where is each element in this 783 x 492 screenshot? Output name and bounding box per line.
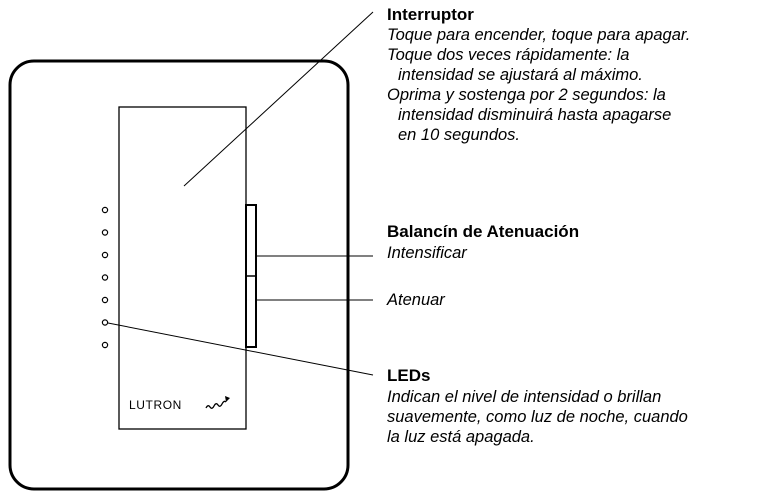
leader-leds xyxy=(107,322,374,376)
dimmer-wave-icon xyxy=(205,396,230,409)
rocker-up-label: Intensificar xyxy=(387,244,467,262)
switch-desc-line6: en 10 segundos. xyxy=(398,126,521,144)
rocker-down-label: Atenuar xyxy=(387,291,445,309)
lutron-logo: LUTRON xyxy=(129,398,182,412)
led-group xyxy=(101,206,109,349)
leader-switch xyxy=(183,11,374,187)
switch-title: Interruptor xyxy=(387,5,474,24)
led-indicator-3 xyxy=(101,251,109,259)
switch-desc-line3: intensidad se ajustará al máximo. xyxy=(398,66,643,84)
leds-desc-line2: suavemente, como luz de noche, cuando xyxy=(387,408,688,426)
switch-desc-line5: intensidad disminuirá hasta apagarse xyxy=(398,106,672,124)
switch-desc-line1: Toque para encender, toque para apagar. xyxy=(387,26,691,44)
led-indicator-4 xyxy=(101,274,109,281)
switch-paddle xyxy=(118,106,247,430)
led-indicator-2 xyxy=(101,229,109,236)
leds-desc-line3: la luz está apagada. xyxy=(387,428,535,446)
leds-title: LEDs xyxy=(387,366,431,385)
led-indicator-7 xyxy=(101,341,109,349)
switch-desc-line2: Toque dos veces rápidamente: la xyxy=(387,46,630,64)
led-indicator-5 xyxy=(101,296,109,304)
led-indicator-1 xyxy=(101,206,109,214)
leds-desc-line1: Indican el nivel de intensidad o brillan xyxy=(387,388,662,406)
switch-desc-line4: Oprima y sostenga por 2 segundos: la xyxy=(387,86,666,104)
rocker-title: Balancín de Atenuación xyxy=(387,222,580,241)
led-indicator-6 xyxy=(101,319,109,326)
